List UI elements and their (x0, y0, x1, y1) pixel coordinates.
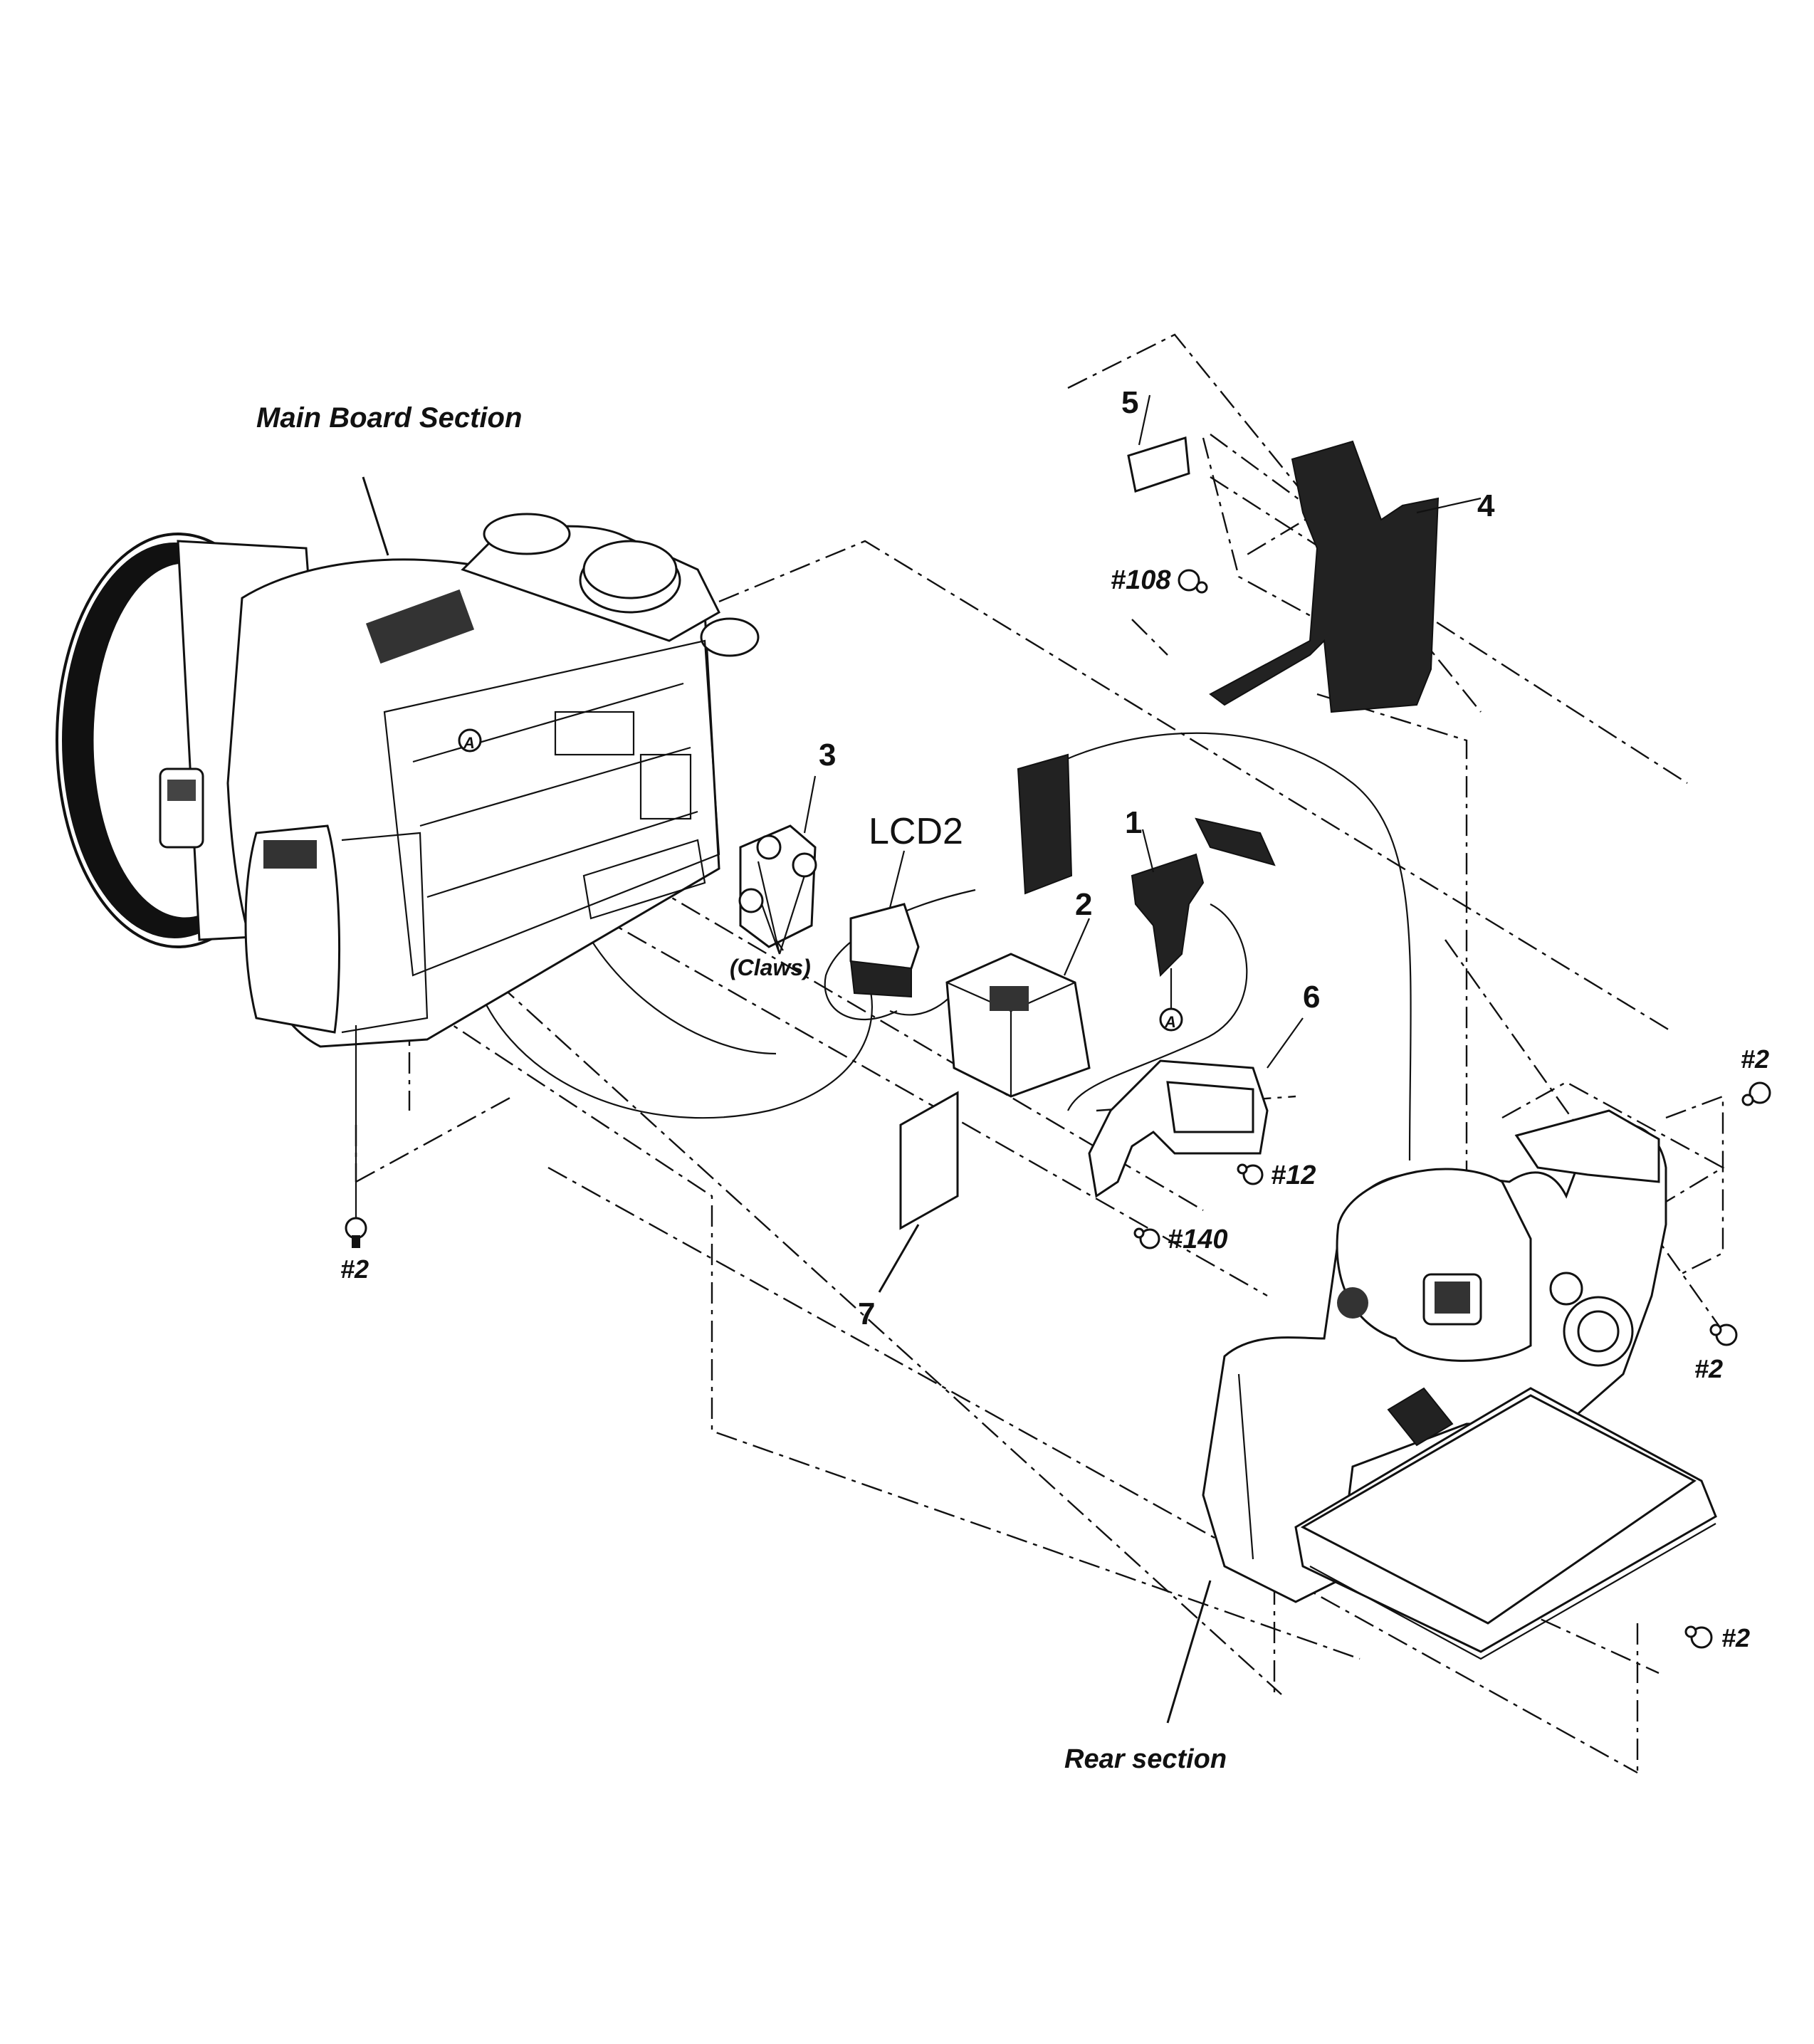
screw-108-icon (1178, 569, 1208, 594)
part-5-sheet: 5 (1121, 385, 1190, 493)
part-4-label: 4 (1477, 488, 1495, 523)
screw-2-left-label: #2 (340, 1254, 369, 1284)
flex-cable-connector (1017, 753, 1073, 895)
rear-section-leader (1166, 1580, 1212, 1724)
screw-140-icon (1133, 1227, 1160, 1249)
main-board-section-body (56, 513, 760, 1048)
screw-2-right-top-icon (1741, 1081, 1771, 1106)
svg-text:A: A (1164, 1013, 1176, 1031)
rear-section-cover (1202, 1109, 1717, 1660)
part-6-label: 6 (1303, 980, 1320, 1015)
part-1-label: 1 (1125, 805, 1142, 840)
screw-2-right-mid-label: #2 (1694, 1354, 1723, 1383)
screw-2-right-bottom-label: #2 (1721, 1623, 1750, 1652)
screw-2-right-mid-icon (1709, 1324, 1738, 1346)
main-board-section-label: Main Board Section (256, 402, 522, 434)
part-5-label: 5 (1121, 385, 1138, 420)
rear-section-label: Rear section (1064, 1744, 1227, 1774)
screw-12-icon (1237, 1163, 1264, 1185)
screw-12-label: #12 (1271, 1160, 1316, 1190)
part-3-claw-bracket: 3 (Claws) (730, 738, 836, 980)
lcd2-component: LCD2 (849, 811, 963, 998)
part-3-label: 3 (819, 738, 836, 772)
part-7-sheet: 7 (858, 1091, 959, 1331)
part-2-label: 2 (1075, 887, 1092, 922)
screw-2-left-icon (345, 1025, 367, 1248)
screw-108-label: #108 (1111, 565, 1171, 595)
part-6-bracket: 6 (1088, 980, 1320, 1198)
marker-a-2: A (1159, 968, 1183, 1032)
part-1-flex: 1 (1125, 805, 1276, 978)
part-7-label: 7 (858, 1296, 875, 1331)
svg-text:A: A (463, 734, 475, 752)
screw-2-right-bottom-icon (1684, 1625, 1713, 1649)
screw-2-right-top-label: #2 (1741, 1044, 1769, 1074)
marker-a-1: A (458, 728, 482, 753)
part-4-viewfinder-flex: 4 (1209, 440, 1495, 713)
part-2-box-assembly: 2 (945, 887, 1092, 1098)
lcd2-label: LCD2 (869, 811, 963, 852)
screw-140-label: #140 (1168, 1225, 1228, 1254)
claws-label: (Claws) (730, 955, 811, 980)
main-board-section-leader (362, 476, 389, 556)
